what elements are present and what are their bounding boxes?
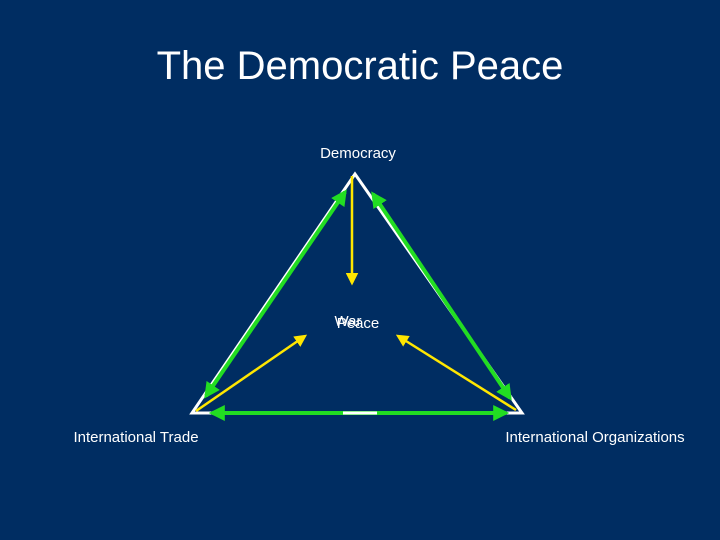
arrow-democracy-organizations [371,191,512,401]
arrow-trade-to-center [195,334,308,413]
arrow-democracy-trade [204,189,347,399]
node-label-international-trade: International Trade [73,429,198,446]
node-label-democracy: Democracy [320,145,396,162]
slide-title: The Democratic Peace [156,44,564,88]
arrow-organizations-to-center [395,334,517,412]
center-label-peace: Peace [337,315,380,332]
node-label-international-organizations: International Organizations [505,429,684,446]
center-label-war: War [335,313,362,330]
triangle-outline [189,171,525,415]
